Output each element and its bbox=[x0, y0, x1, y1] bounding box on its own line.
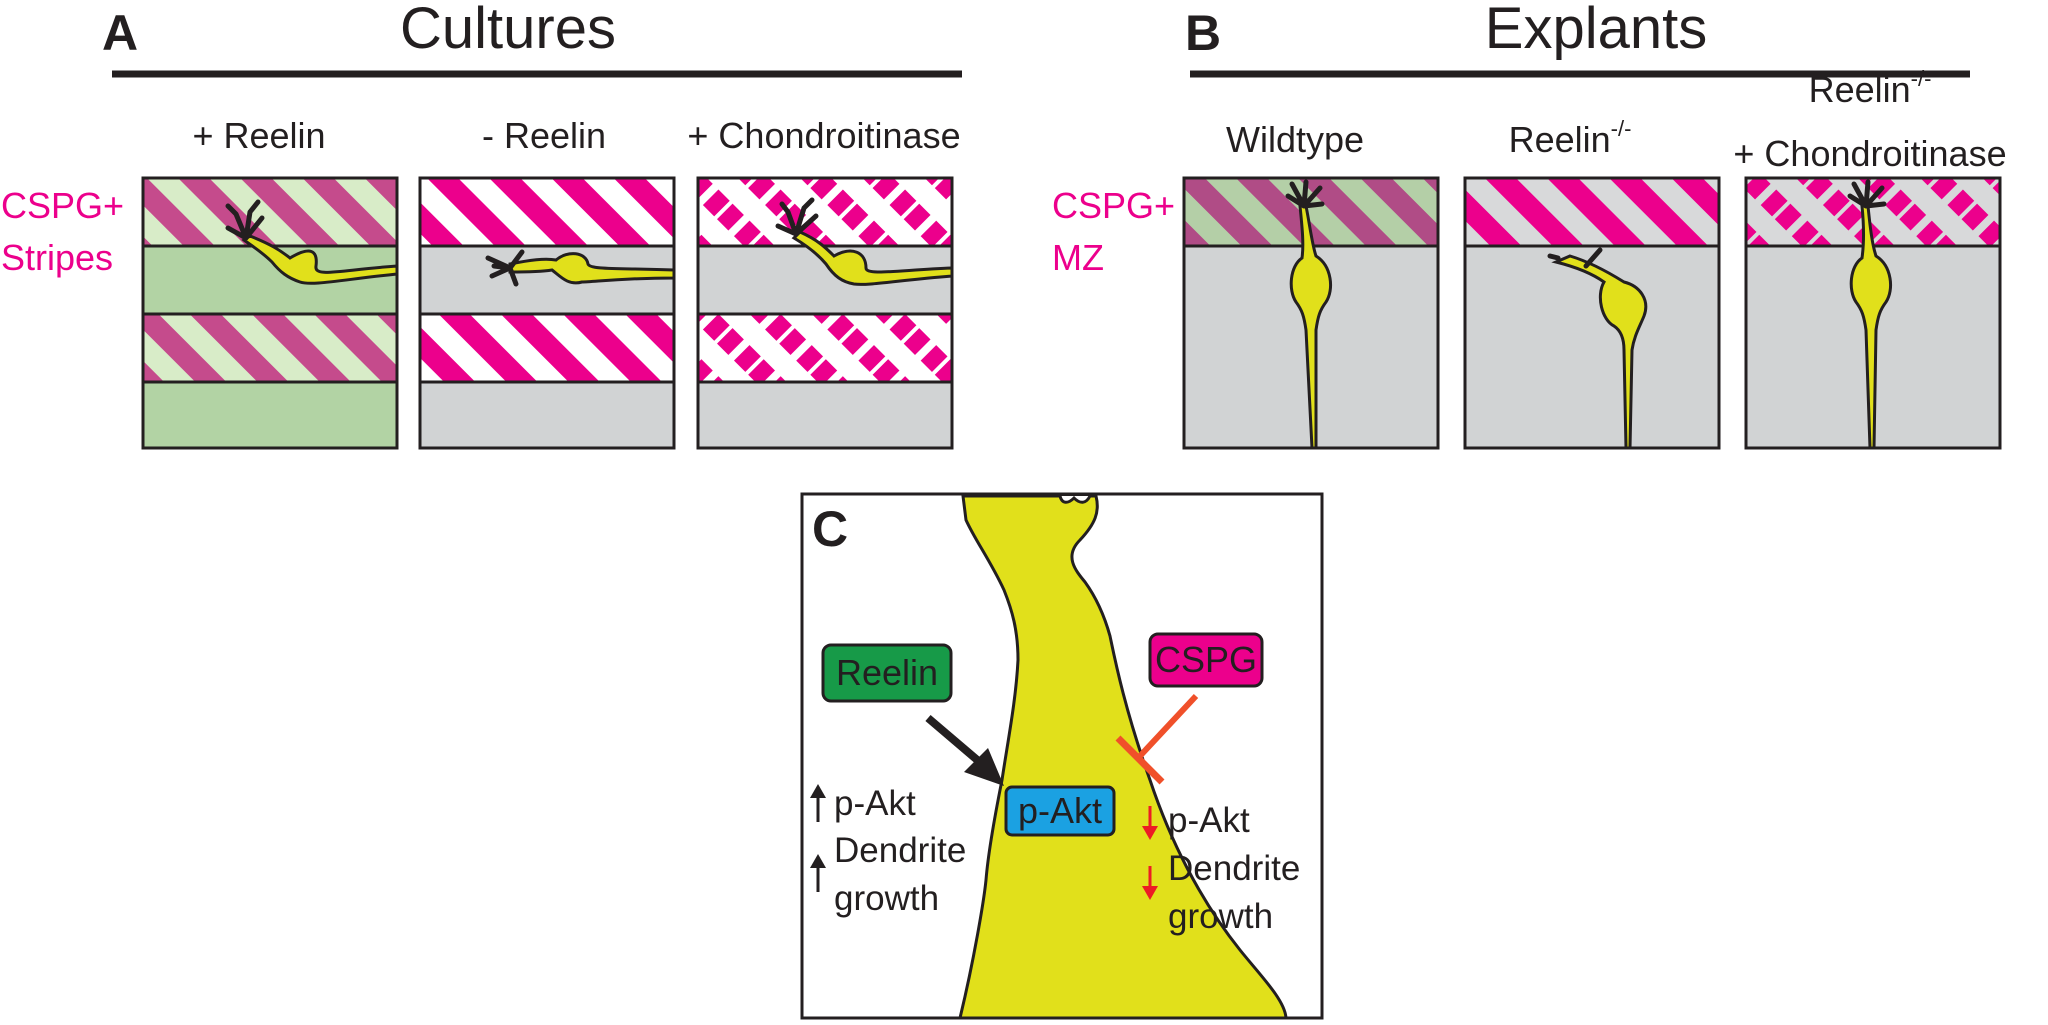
panel-b-side-label-line-2: MZ bbox=[1052, 237, 1104, 278]
down-arrow-icon bbox=[1142, 806, 1158, 840]
culture-box-no-reelin bbox=[418, 176, 676, 450]
panel-b-letter: B bbox=[1185, 5, 1221, 61]
panel-b-col-reelin-ko-chase-line2: + Chondroitinase bbox=[1733, 133, 2006, 174]
panel-b-col-wildtype-label: Wildtype bbox=[1226, 119, 1364, 160]
neuron-notch bbox=[1058, 495, 1092, 504]
panel-a-col-2-label: - Reelin bbox=[482, 115, 606, 156]
left-effect-growth: growth bbox=[834, 879, 939, 918]
activation-arrow bbox=[925, 714, 1004, 786]
panel-b-col-reelin-ko-base: Reelin bbox=[1509, 119, 1611, 160]
right-effect-dendrite: Dendrite bbox=[1168, 849, 1300, 888]
panel-a: A Cultures + Reelin - Reelin + Chondroit… bbox=[1, 0, 962, 450]
panel-b-col-reelin-ko-label: Reelin-/- bbox=[1509, 116, 1632, 160]
inhibition-bar bbox=[1115, 693, 1199, 785]
left-effect-dendrite: Dendrite bbox=[834, 831, 966, 870]
panel-a-side-label-line-2: Stripes bbox=[1, 237, 113, 278]
panel-c: C Reelin CSPG p-Akt bbox=[800, 492, 1324, 1020]
panel-b-side-label-line-1: CSPG+ bbox=[1052, 185, 1175, 226]
reelin-box-label: Reelin bbox=[836, 652, 938, 693]
left-effect-p-akt: p-Akt bbox=[834, 784, 916, 823]
down-arrow-icon bbox=[1142, 866, 1158, 900]
panel-a-col-1-label: + Reelin bbox=[192, 115, 325, 156]
culture-box-chondroitinase bbox=[696, 176, 954, 450]
panel-c-letter: C bbox=[812, 501, 848, 557]
right-effect-p-akt: p-Akt bbox=[1168, 801, 1250, 840]
reelin-box: Reelin bbox=[821, 643, 953, 703]
panel-a-letter: A bbox=[102, 5, 138, 61]
neuron-icon bbox=[775, 197, 954, 286]
panel-b: B Explants Wildtype Reelin-/- Reelin-/- … bbox=[1052, 0, 2007, 450]
panel-a-title: Cultures bbox=[400, 0, 616, 61]
p-akt-box: p-Akt bbox=[1004, 785, 1116, 837]
up-arrow-icon bbox=[810, 854, 826, 892]
neuron-icon bbox=[1547, 247, 1648, 450]
panel-a-col-3-label: + Chondroitinase bbox=[687, 115, 960, 156]
neuron-icon bbox=[225, 199, 399, 285]
neuron-icon bbox=[1847, 179, 1893, 450]
panel-b-col-reelin-ko-chase-sup: -/- bbox=[1911, 66, 1932, 91]
panel-b-col-reelin-ko-chase-label: Reelin-/- bbox=[1809, 66, 1932, 110]
neuron-icon bbox=[1285, 179, 1333, 450]
neuron-body bbox=[958, 494, 1288, 1020]
explant-box-reelin-ko-chase bbox=[1744, 176, 2002, 450]
cspg-box-label: CSPG bbox=[1155, 639, 1257, 680]
panel-b-title: Explants bbox=[1485, 0, 1707, 61]
up-arrow-icon bbox=[810, 784, 826, 822]
explant-box-wildtype bbox=[1182, 176, 1440, 450]
panel-b-col-reelin-ko-sup: -/- bbox=[1611, 116, 1632, 141]
cspg-box: CSPG bbox=[1148, 632, 1264, 688]
p-akt-box-label: p-Akt bbox=[1018, 790, 1102, 831]
panel-a-side-label-line-1: CSPG+ bbox=[1, 185, 124, 226]
explant-box-reelin-ko bbox=[1463, 176, 1721, 450]
panel-b-col-reelin-ko-chase-base: Reelin bbox=[1809, 69, 1911, 110]
neuron-icon bbox=[485, 249, 676, 287]
right-effect-growth: growth bbox=[1168, 897, 1273, 936]
culture-box-reelin bbox=[141, 176, 399, 450]
